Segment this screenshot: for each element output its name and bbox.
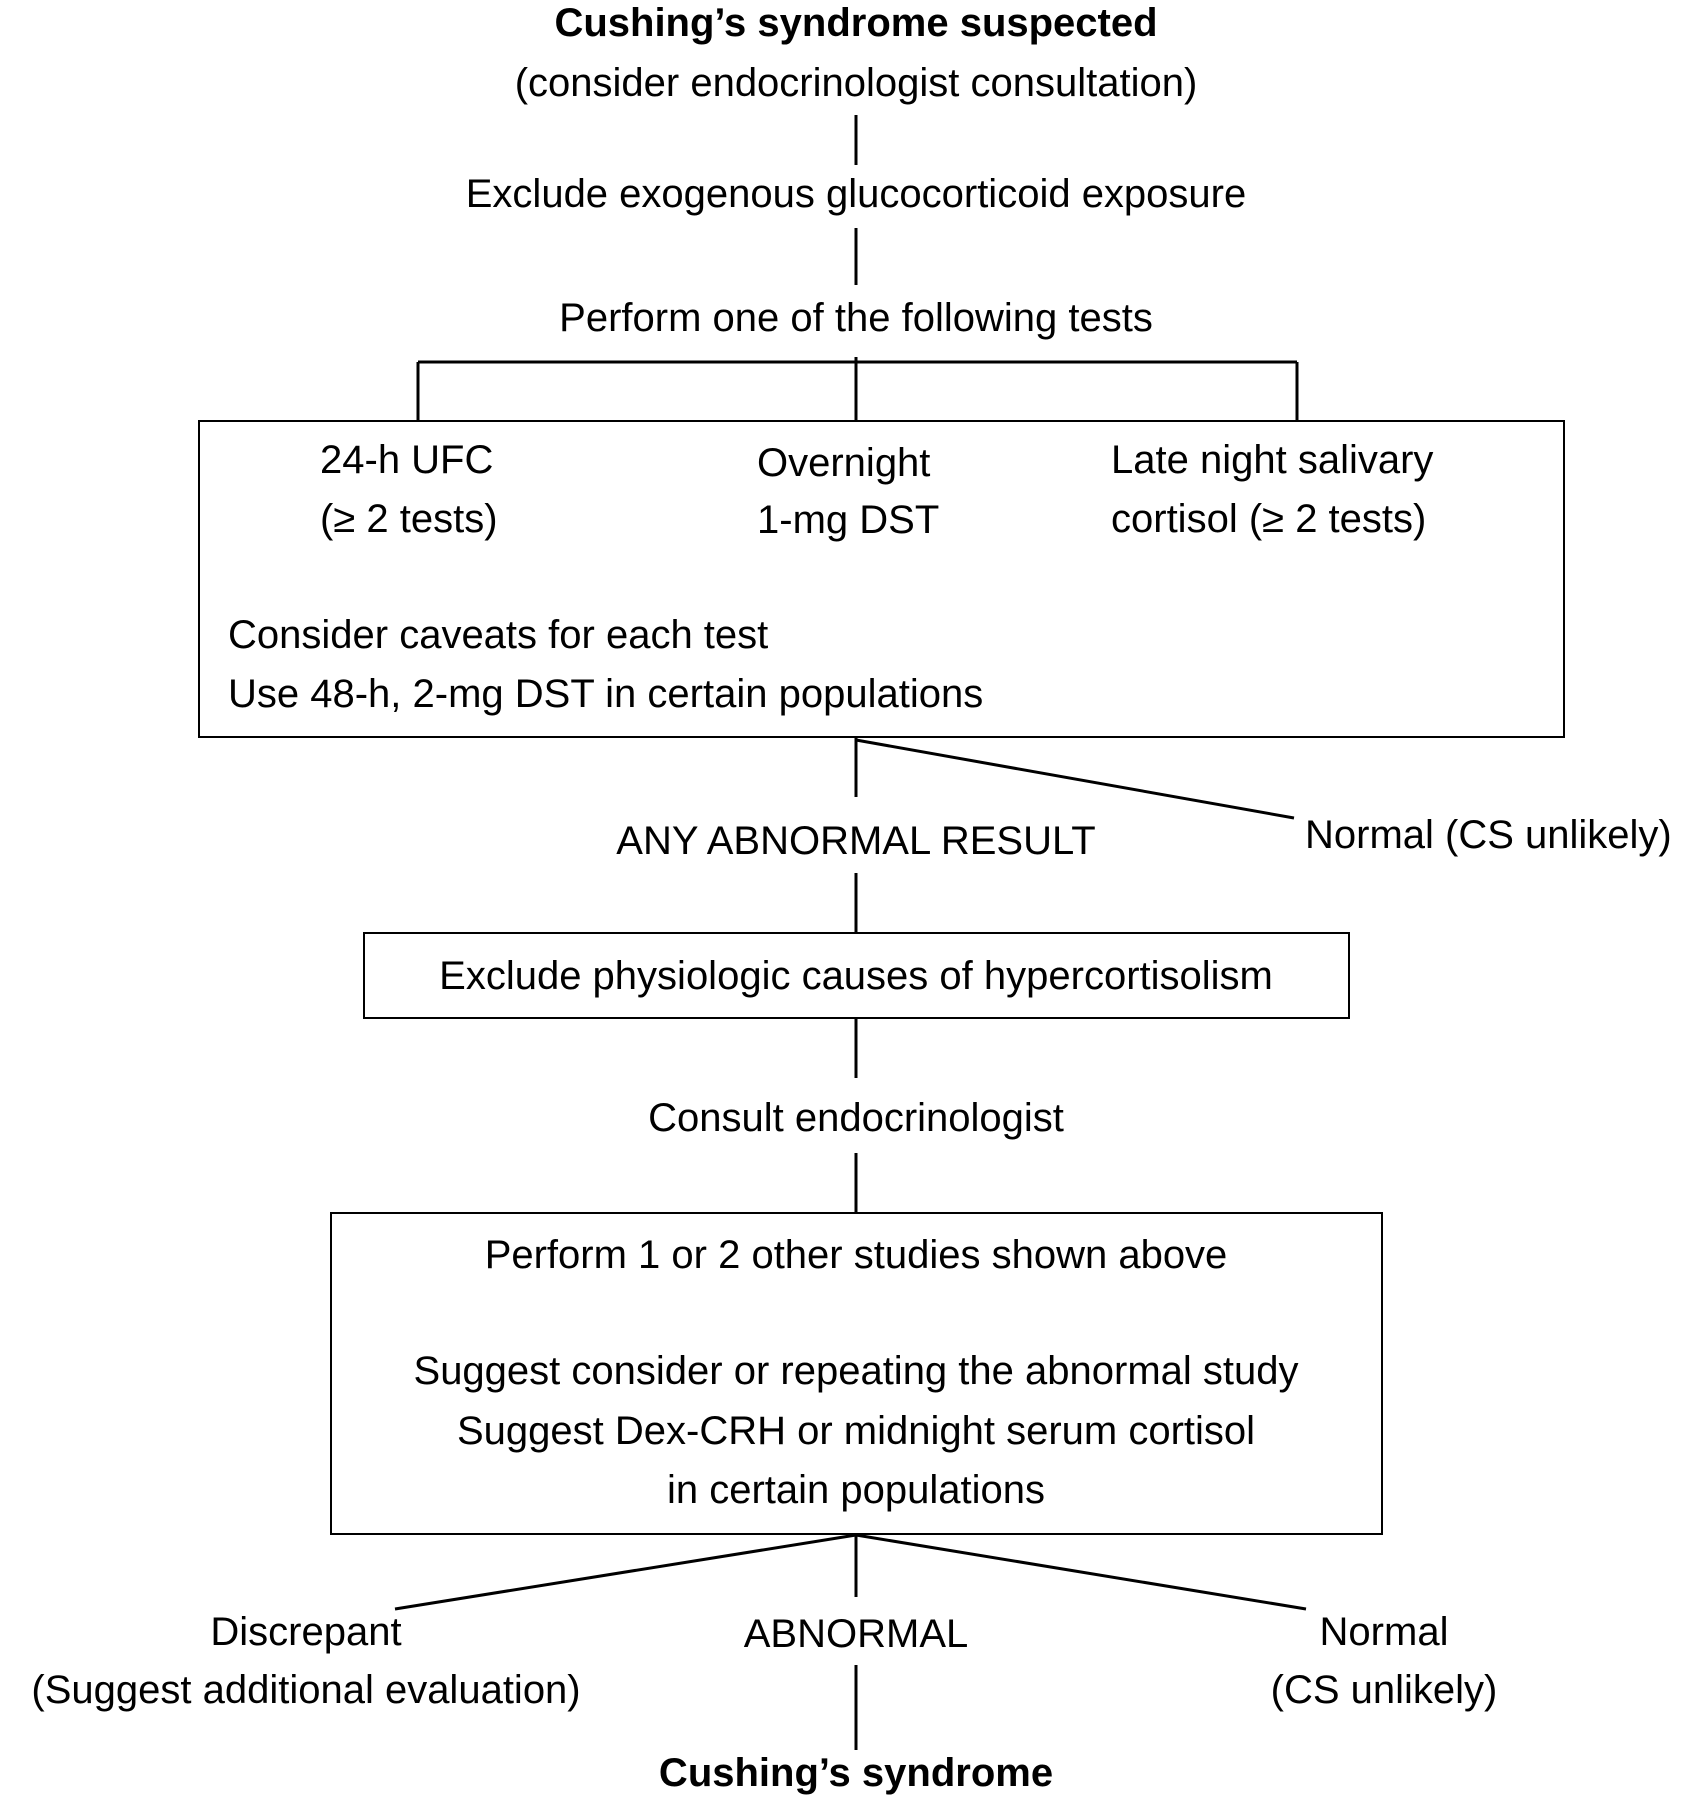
studies-line1: Perform 1 or 2 other studies shown above <box>484 1233 1228 1277</box>
step-perform-one-test: Perform one of the following tests <box>559 296 1153 340</box>
caveat-line1: Consider caveats for each test <box>228 613 769 657</box>
test-saliva-line1: Late night salivary <box>1111 438 1434 482</box>
connector-studies-to-normal <box>855 1533 1307 1611</box>
outcome-normal-unlikely: Normal (CS unlikely) <box>1305 813 1672 857</box>
studies-line2: Suggest consider or repeating the abnorm… <box>413 1349 1299 1393</box>
screening-tests-box <box>198 420 1565 738</box>
outcome-normal-note: (CS unlikely) <box>1270 1668 1498 1712</box>
connector-box-to-normal <box>855 738 1295 820</box>
test-saliva-line2: cortisol (≥ 2 tests) <box>1111 497 1427 541</box>
start-note: (consider endocrinologist consultation) <box>514 61 1198 105</box>
outcome-abnormal: ABNORMAL <box>743 1612 969 1656</box>
test-ufc-line1: 24-h UFC <box>320 438 494 482</box>
test-dst-line2: 1-mg DST <box>757 498 940 542</box>
connector-studies-to-discrepant <box>394 1533 857 1611</box>
studies-line3: Suggest Dex-CRH or midnight serum cortis… <box>456 1409 1256 1453</box>
consult-endocrinologist: Consult endocrinologist <box>648 1096 1064 1140</box>
test-ufc-line2: (≥ 2 tests) <box>320 497 498 541</box>
step-exclude-exogenous: Exclude exogenous glucocorticoid exposur… <box>465 172 1247 216</box>
outcome-discrepant-note: (Suggest additional evaluation) <box>31 1668 581 1712</box>
outcome-discrepant: Discrepant <box>210 1610 402 1654</box>
outcome-normal: Normal <box>1319 1610 1449 1654</box>
outcome-any-abnormal: ANY ABNORMAL RESULT <box>616 819 1096 863</box>
start-title: Cushing’s syndrome suspected <box>554 1 1158 45</box>
physiologic-text: Exclude physiologic causes of hypercorti… <box>439 954 1273 998</box>
test-dst-line1: Overnight <box>757 441 931 485</box>
studies-line4: in certain populations <box>666 1468 1046 1512</box>
additional-studies-box <box>330 1212 1383 1535</box>
physiologic-box <box>363 932 1350 1019</box>
diagnosis-cushings: Cushing’s syndrome <box>658 1751 1054 1795</box>
caveat-line2: Use 48-h, 2-mg DST in certain population… <box>228 672 984 716</box>
